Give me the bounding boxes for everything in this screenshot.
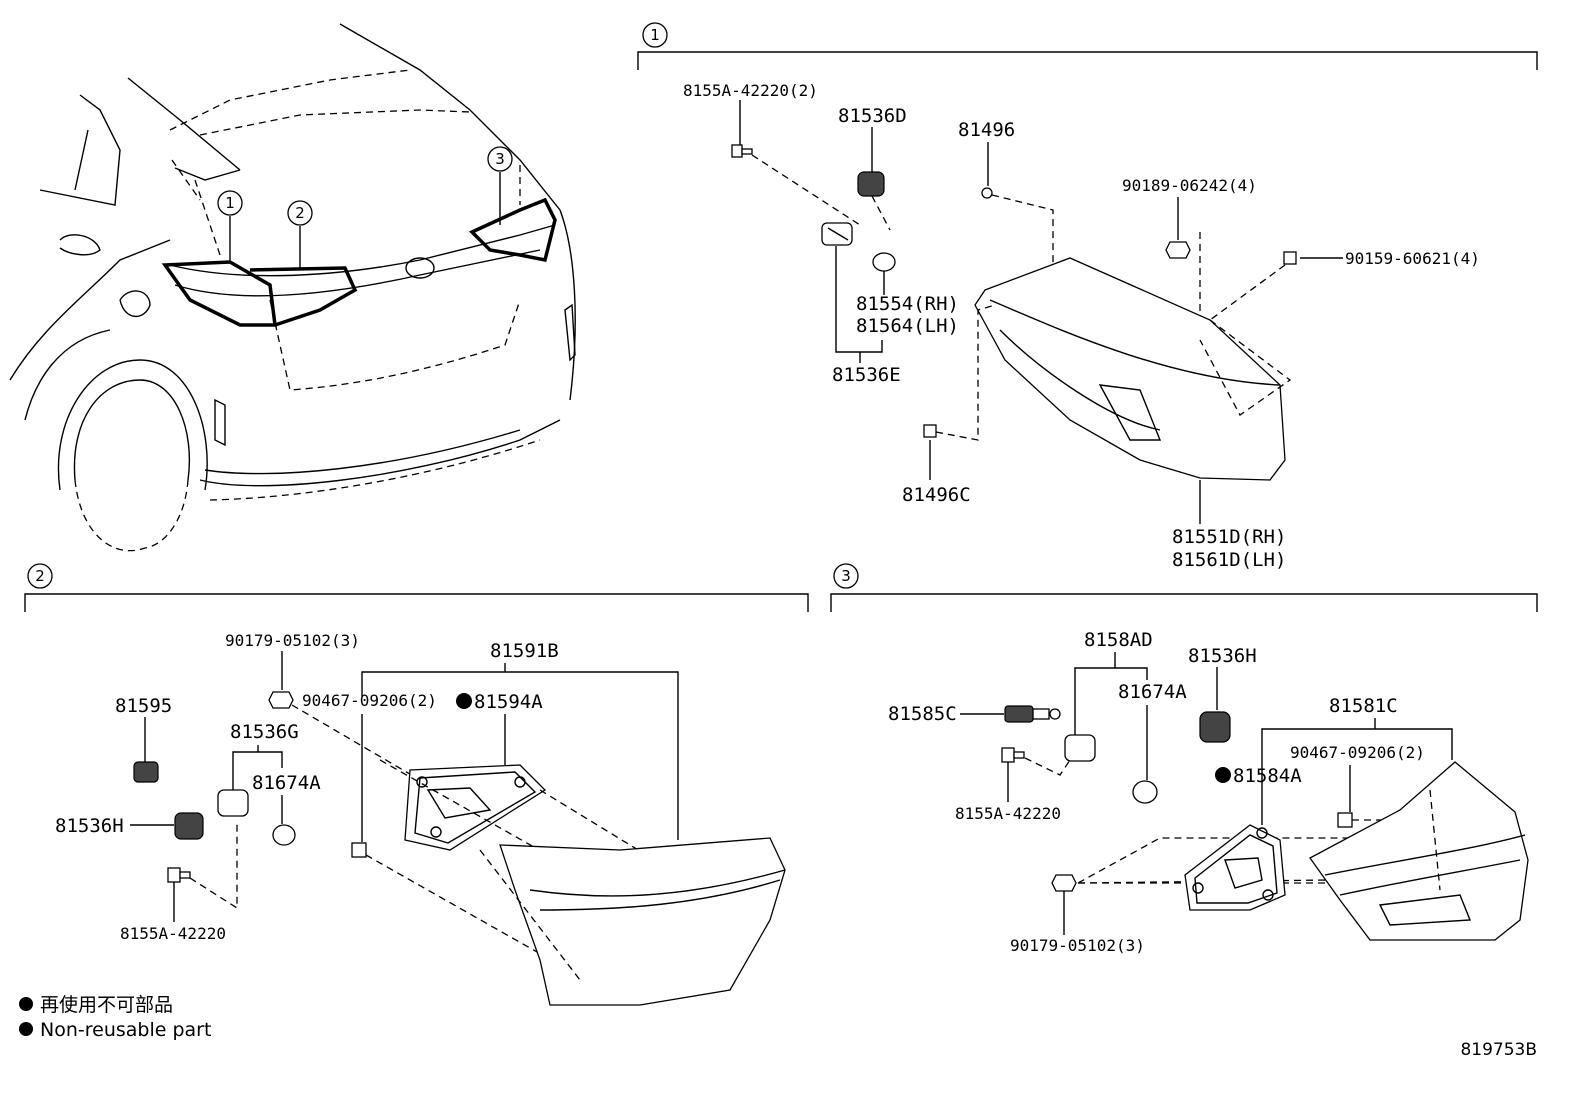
section-3-bracket [830,593,1538,612]
section-1-number: 1 [650,26,660,44]
section-1-marker [642,22,668,48]
car-callout-3-label: 3 [495,150,505,168]
car-callout-1-label: 1 [225,194,235,212]
section-2: 2 90179-05102(3) 81591B 90467-09206(2) 8… [24,563,809,1006]
gasket-plate-81594A [404,764,547,851]
legend-marker-icon [19,1022,33,1036]
section-1-bracket [637,51,1538,70]
part-label-90159-60621: 90159-60621(4) [1345,249,1480,268]
nut-icon [1165,241,1191,259]
gasket-icon [272,824,296,846]
section-2-number: 2 [35,567,45,585]
part-label-90179-05102: 90179-05102(3) [225,631,360,650]
part-label-81554: 81554(RH) [856,293,959,315]
part-label-81536H: 81536H [55,815,124,837]
car-callout-1 [217,190,243,216]
part-label-8155A-42220: 8155A-42220 [120,924,226,943]
bulb-socket-icon [1064,734,1096,762]
section-3-number: 3 [841,567,851,585]
non-reusable-marker [456,693,472,709]
part-label-90467-09206: 90467-09206(2) [302,691,437,710]
part-label-81581C: 81581C [1329,695,1398,717]
legend-text-en: Non-reusable part [40,1019,211,1041]
socket-icon [1199,711,1231,743]
screw-icon [1001,747,1025,763]
section-3: 3 8158AD 81536H 81674A 81581C 81585C 904… [830,563,1538,955]
part-label-81536E: 81536E [832,364,901,386]
part-label-81551D: 81551D(RH) [1172,526,1286,548]
section-1: 1 8155A-42220(2) 81536D 81496 90189-0624… [637,22,1538,571]
part-label-90467-09206: 90467-09206(2) [1290,743,1425,762]
screw-icon [1283,251,1297,265]
car-callout-2 [287,200,313,226]
gasket-icon [1132,780,1158,804]
nut-icon [1051,874,1077,892]
part-label-81536H: 81536H [1188,645,1257,667]
part-label-81496: 81496 [958,119,1015,141]
part-label-81561D: 81561D(LH) [1172,549,1286,571]
screw-icon [731,144,753,158]
bulb-socket-icon [821,222,853,246]
connector-icon [1004,705,1061,723]
part-label-81564: 81564(LH) [856,315,959,337]
diagram-code: 819753B [1460,1040,1537,1060]
car-overview: 1 2 3 [9,23,576,552]
part-label-81595: 81595 [115,695,172,717]
socket-icon [857,171,885,197]
clip-icon [351,842,367,858]
part-label-8158AD: 8158AD [1084,629,1153,651]
clip-icon [981,187,993,199]
part-label-81591B: 81591B [490,640,559,662]
part-label-81584A: 81584A [1233,765,1302,787]
tail-lamp-81581C [1309,761,1529,941]
part-label-81496C: 81496C [902,484,971,506]
part-label-8155A-42220: 8155A-42220 [955,804,1061,823]
sensor-icon [133,761,159,783]
part-label-81674A: 81674A [252,772,321,794]
part-label-81585C: 81585C [888,703,957,725]
part-label-90189-06242: 90189-06242(4) [1122,176,1257,195]
part-label-90179-05102: 90179-05102(3) [1010,936,1145,955]
gasket-icon [872,252,896,272]
part-label-81536G: 81536G [230,721,299,743]
clip-icon [1337,812,1353,828]
gasket-plate-81584A [1184,824,1286,911]
part-label-8155A-42220-2: 8155A-42220(2) [683,81,818,100]
section-3-marker [833,563,859,589]
clip-icon [923,424,937,438]
section-2-bracket [24,593,809,612]
non-reusable-marker [1215,767,1231,783]
section-2-marker [27,563,53,589]
legend-text-ja: 再使用不可部品 [40,994,173,1016]
socket-icon [174,812,204,840]
part-label-81536D: 81536D [838,105,907,127]
car-callout-3 [487,146,513,172]
legend: 再使用不可部品 Non-reusable part [19,994,211,1041]
tail-lamp-81591B [479,837,786,1006]
legend-marker-icon [19,997,33,1011]
car-callout-2-label: 2 [295,204,305,222]
part-label-81594A: 81594A [474,691,543,713]
nut-icon [268,691,294,709]
tail-lamp-81551D [974,257,1292,481]
screw-icon [167,867,191,883]
part-label-81674A: 81674A [1118,681,1187,703]
bulb-socket-icon [217,789,249,817]
